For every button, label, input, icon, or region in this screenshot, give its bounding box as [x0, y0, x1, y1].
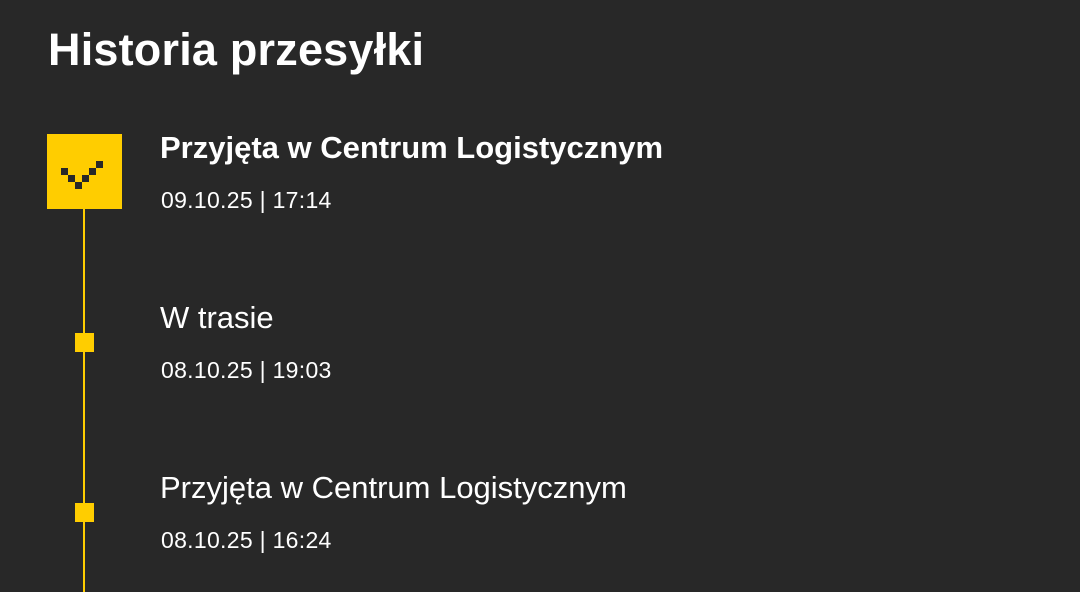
page-title: Historia przesyłki [48, 24, 425, 75]
event-datetime: 08.10.25 | 19:03 [161, 357, 332, 383]
current-status-marker [47, 134, 122, 209]
event-datetime: 09.10.25 | 17:14 [161, 187, 332, 213]
timeline-line [83, 208, 85, 592]
timeline-dot [75, 333, 94, 352]
timeline-dot [75, 503, 94, 522]
checkmark-icon [61, 161, 103, 189]
event-title: W trasie [160, 300, 274, 335]
event-datetime: 08.10.25 | 16:24 [161, 527, 332, 553]
event-title: Przyjęta w Centrum Logistycznym [160, 130, 664, 165]
event-title: Przyjęta w Centrum Logistycznym [160, 470, 627, 505]
